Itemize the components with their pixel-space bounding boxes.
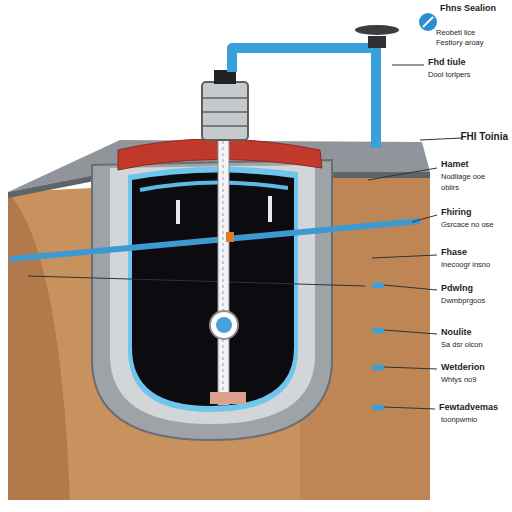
ground-side [8,192,70,500]
water-table-band [10,218,420,262]
part-name: Wetderion [441,363,485,373]
part-note: oblirs [441,184,459,192]
part-name: FHI Toinia [460,131,508,142]
pump-cap [214,70,236,84]
leader-line [384,285,437,290]
part-note: Inecoogr insno [441,261,490,269]
fitting [372,365,384,370]
leader-lines [368,65,462,409]
sensor-part [226,232,234,242]
well-shell [92,160,332,440]
part-name: Noulite [441,328,472,338]
water-edge [128,167,298,412]
discharge-pipe [232,48,376,148]
level-line [28,276,365,286]
leader-line [368,168,437,180]
part-name: Fhd tiule [428,58,466,68]
fitting [372,405,384,410]
pump-motor-core [216,317,232,333]
part-name: Fhiring [441,208,472,218]
leader-line [384,407,435,409]
part-name: Fewtadvemas [439,403,498,413]
gauge-icon [419,13,437,31]
pipe-detail [223,135,224,400]
part-name: Fhase [441,248,467,258]
pump-head-ring [202,97,248,99]
pipe-stub [268,196,272,222]
leader-line [412,215,437,222]
pipe-stub [176,200,180,224]
valve-handle [355,25,399,35]
part-name: Fhns Sealion [440,4,496,14]
well-lining [110,165,315,424]
part-note: Dwmbprgoos [441,297,485,305]
leader-line [372,255,437,258]
part-note: Whtys no9 [441,376,476,384]
leader-line [392,65,424,66]
pump-head [202,82,248,140]
gauge-needle [423,17,433,27]
part-name: Pdwlng [441,284,473,294]
part-name: Hamet [441,160,469,170]
part-note: Festiory aroay [436,39,484,47]
part-note: Gsrcace no ose [441,221,494,229]
fitting [372,283,384,288]
pump-head-ring [202,111,248,113]
leader-line [420,138,462,140]
pump-head-ring [202,125,248,127]
leader-line [384,330,437,334]
part-note: Nodliage ooe [441,173,485,181]
leader-line [384,367,437,369]
part-note: Sa dsr olcon [441,341,483,349]
water-surface [140,182,288,190]
fitting [372,328,384,333]
part-note: toonpwmio [441,416,477,424]
part-note: Reobetl lice [436,29,475,37]
part-note: Dool torlpers [428,71,471,79]
valve-body [368,36,386,48]
well-interior [132,172,294,406]
pump-base [210,392,246,404]
pump-motor [210,311,238,339]
pump-pipe [218,130,229,405]
